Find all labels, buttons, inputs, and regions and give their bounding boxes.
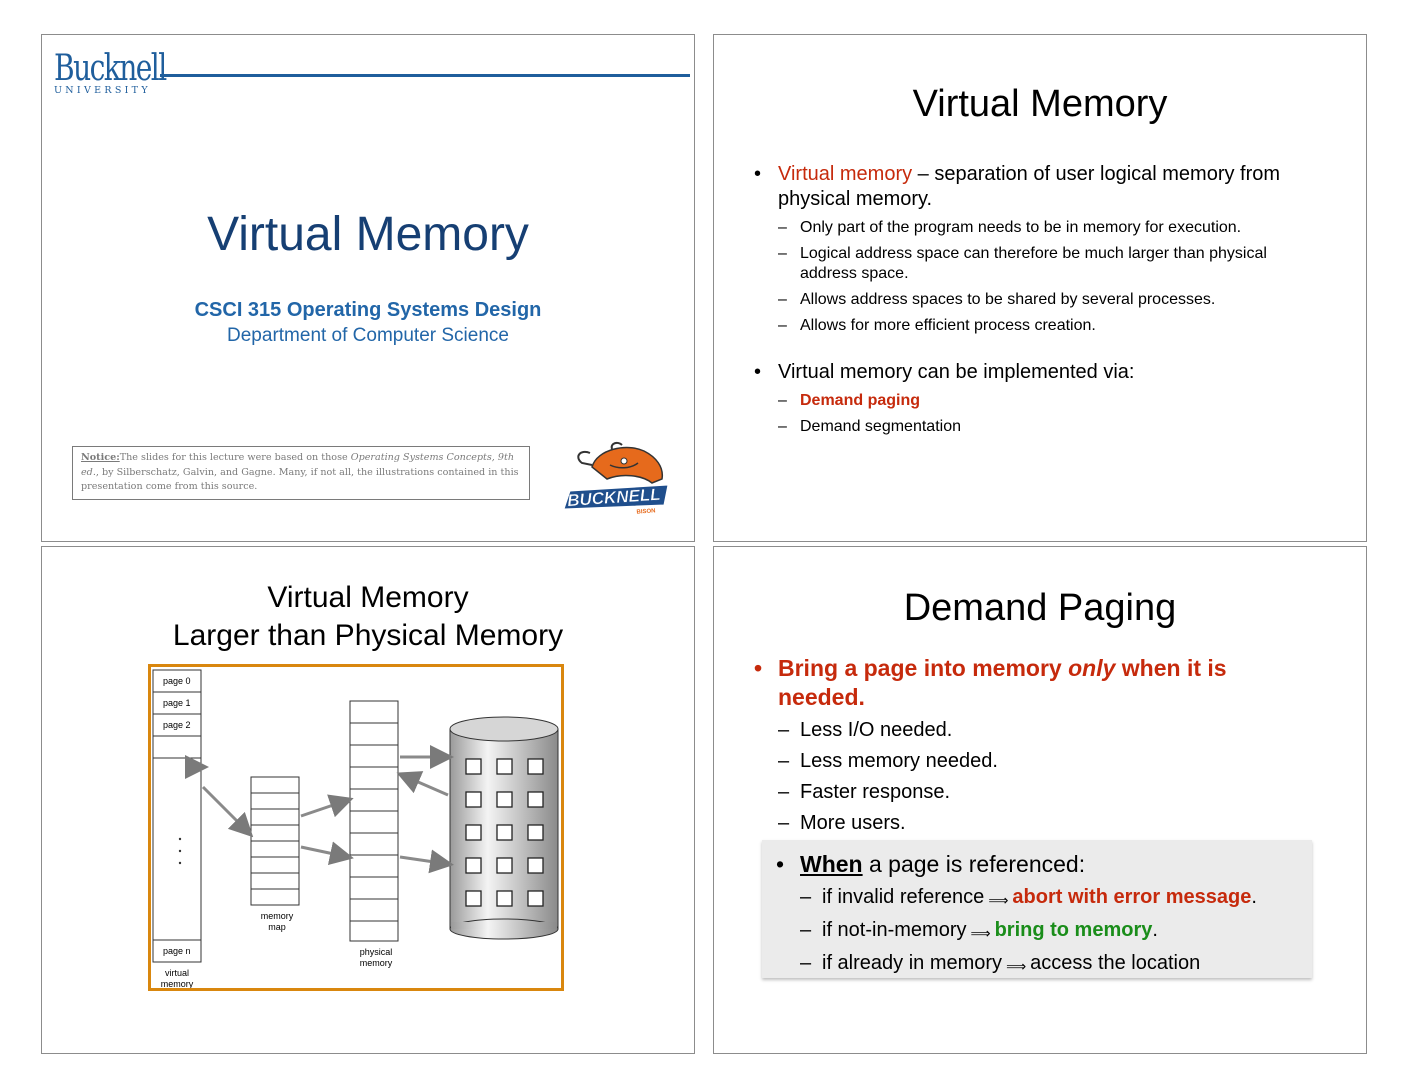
header-rule: [160, 74, 690, 77]
sub-bullet-item: –Only part of the program needs to be in…: [778, 219, 1242, 236]
bullet-list: •Virtual memory – separation of user log…: [754, 162, 1314, 437]
logo-wordmark: Bucknell: [54, 48, 167, 89]
bullet-text-rest: when it is needed.: [778, 655, 1227, 710]
slide-title: Bucknell UNIVERSITY Virtual Memory CSCI …: [41, 34, 695, 542]
sub-bullet-text: Allows for more efficient process creati…: [800, 317, 1096, 334]
sub-bullet-text: Less memory needed.: [800, 750, 998, 772]
bullet-text: Bring a page into memory: [778, 655, 1069, 681]
sub-bullet-item: –Less memory needed.: [778, 750, 998, 772]
reference-box: •When a page is referenced: –if invalid …: [762, 840, 1312, 978]
bison-mascot-logo: BUCKNELL BISON: [552, 439, 677, 524]
slide-title: Virtual Memory: [912, 83, 1168, 125]
box-sub-text: access the location: [1030, 952, 1201, 974]
slide-virtual-memory: Virtual Memory •Virtual memory – separat…: [713, 34, 1367, 542]
sub-bullet-item: –Allows for more efficient process creat…: [778, 317, 1096, 334]
phys-label: physical: [360, 947, 393, 957]
sub-bullet-text: Demand segmentation: [800, 418, 961, 435]
bullet-item: •Virtual memory can be implemented via: …: [754, 360, 1314, 437]
map-label: memory: [261, 911, 294, 921]
sub-bullet-item: –Allows address spaces to be shared by s…: [778, 291, 1216, 308]
box-sub-item: –if invalid reference⟹abort with error m…: [800, 886, 1257, 908]
title-line-1: Virtual Memory: [267, 581, 469, 614]
box-sub-text: if not-in-memory: [822, 919, 967, 941]
sub-bullet-item: –Demand segmentation: [778, 418, 961, 435]
course-name: CSCI 315 Operating Systems Design: [194, 299, 542, 321]
implies-arrow-icon: ⟹: [970, 925, 991, 941]
mascot-sub: BISON: [636, 508, 655, 515]
sub-bullet-item: –Less I/O needed.: [778, 719, 953, 741]
sub-bullet-item: –Faster response.: [778, 781, 951, 803]
bucknell-logo: Bucknell UNIVERSITY: [54, 48, 197, 97]
mascot-wordmark: BUCKNELL: [567, 485, 662, 510]
sub-bullet-text: Faster response.: [800, 781, 951, 803]
sub-bullet-text: Allows address spaces to be shared by se…: [800, 291, 1216, 308]
bullet-text: Virtual memory can be implemented via:: [778, 361, 1135, 383]
slide-title: Demand Paging: [903, 587, 1177, 629]
bullet-emphasis: only: [1068, 655, 1116, 681]
term-virtual-memory: Virtual memory: [778, 163, 913, 185]
sub-bullet-text: Only part of the program needs to be in …: [800, 219, 1242, 236]
implies-arrow-icon: ⟹: [1006, 958, 1027, 974]
virtual-memory-column: page 0 page 1 page 2 page n virtual memo…: [152, 669, 202, 989]
physical-memory-column: physical memory: [349, 700, 399, 968]
title-line-2: Larger than Physical Memory: [172, 619, 564, 652]
mapping-arrows: [201, 745, 454, 874]
box-bullet-text: a page is referenced:: [862, 851, 1086, 877]
page-label: page n: [163, 946, 191, 956]
memory-map: memory map: [250, 776, 300, 932]
slide-title: Virtual Memory Larger than Physical Memo…: [42, 579, 694, 655]
bullet-text: – separation of user logical memory from…: [778, 163, 1281, 210]
map-label: map: [268, 922, 286, 932]
disk-cylinder: [449, 716, 559, 940]
vm-label: memory: [161, 979, 194, 988]
box-bullet-when: When: [800, 851, 863, 877]
page-label: page 1: [163, 698, 191, 708]
box-sub-emphasis: bring to memory: [994, 919, 1153, 941]
bullet-item: •Bring a page into memory only when it i…: [754, 654, 1314, 836]
sub-bullet-text: Logical address space can therefore be m…: [800, 245, 1267, 282]
slide-main-title: Virtual Memory: [207, 208, 529, 261]
box-sub-emphasis: abort with error message: [1012, 886, 1252, 908]
box-sub-item: –if already in memory⟹access the locatio…: [800, 952, 1201, 974]
vm-diagram: page 0 page 1 page 2 page n virtual memo…: [148, 664, 564, 991]
box-bullet: •When a page is referenced: –if invalid …: [776, 850, 1306, 977]
vm-label: virtual: [165, 968, 189, 978]
page-label: page 0: [163, 676, 191, 686]
notice-label: Notice:: [81, 452, 120, 463]
box-sub-item: –if not-in-memory⟹bring to memory.: [800, 919, 1158, 941]
sub-bullet-item: –More users.: [778, 812, 906, 834]
department-name: Department of Computer Science: [227, 325, 509, 346]
notice-text-rest: , by Silberschatz, Galvin, and Gagne. Ma…: [81, 466, 519, 493]
box-sub-text: if invalid reference: [822, 886, 985, 908]
notice-box: Notice:The slides for this lecture were …: [72, 446, 530, 500]
implies-arrow-icon: ⟹: [988, 892, 1009, 908]
notice-book: Operating Systems Concepts, 9th ed.: [81, 452, 515, 478]
bullet-item: •Virtual memory – separation of user log…: [754, 162, 1314, 336]
period: .: [1251, 886, 1257, 908]
sub-bullet-item: –Demand paging: [778, 392, 921, 409]
slide-vm-larger: Virtual Memory Larger than Physical Memo…: [41, 546, 695, 1054]
bullet-list: •Bring a page into memory only when it i…: [754, 654, 1314, 836]
phys-label: memory: [360, 958, 393, 968]
notice-text: The slides for this lecture were based o…: [119, 452, 351, 463]
slide-demand-paging: Demand Paging •Bring a page into memory …: [713, 546, 1367, 1054]
page-label: page 2: [163, 720, 191, 730]
box-sub-text: if already in memory: [822, 952, 1003, 974]
sub-bullet-text: More users.: [800, 812, 906, 834]
term-demand-paging: Demand paging: [800, 392, 921, 409]
period: .: [1152, 919, 1158, 941]
logo-university: UNIVERSITY: [54, 85, 151, 96]
sub-bullet-item: –Logical address space can therefore be …: [778, 245, 1267, 282]
sub-bullet-text: Less I/O needed.: [800, 719, 953, 741]
